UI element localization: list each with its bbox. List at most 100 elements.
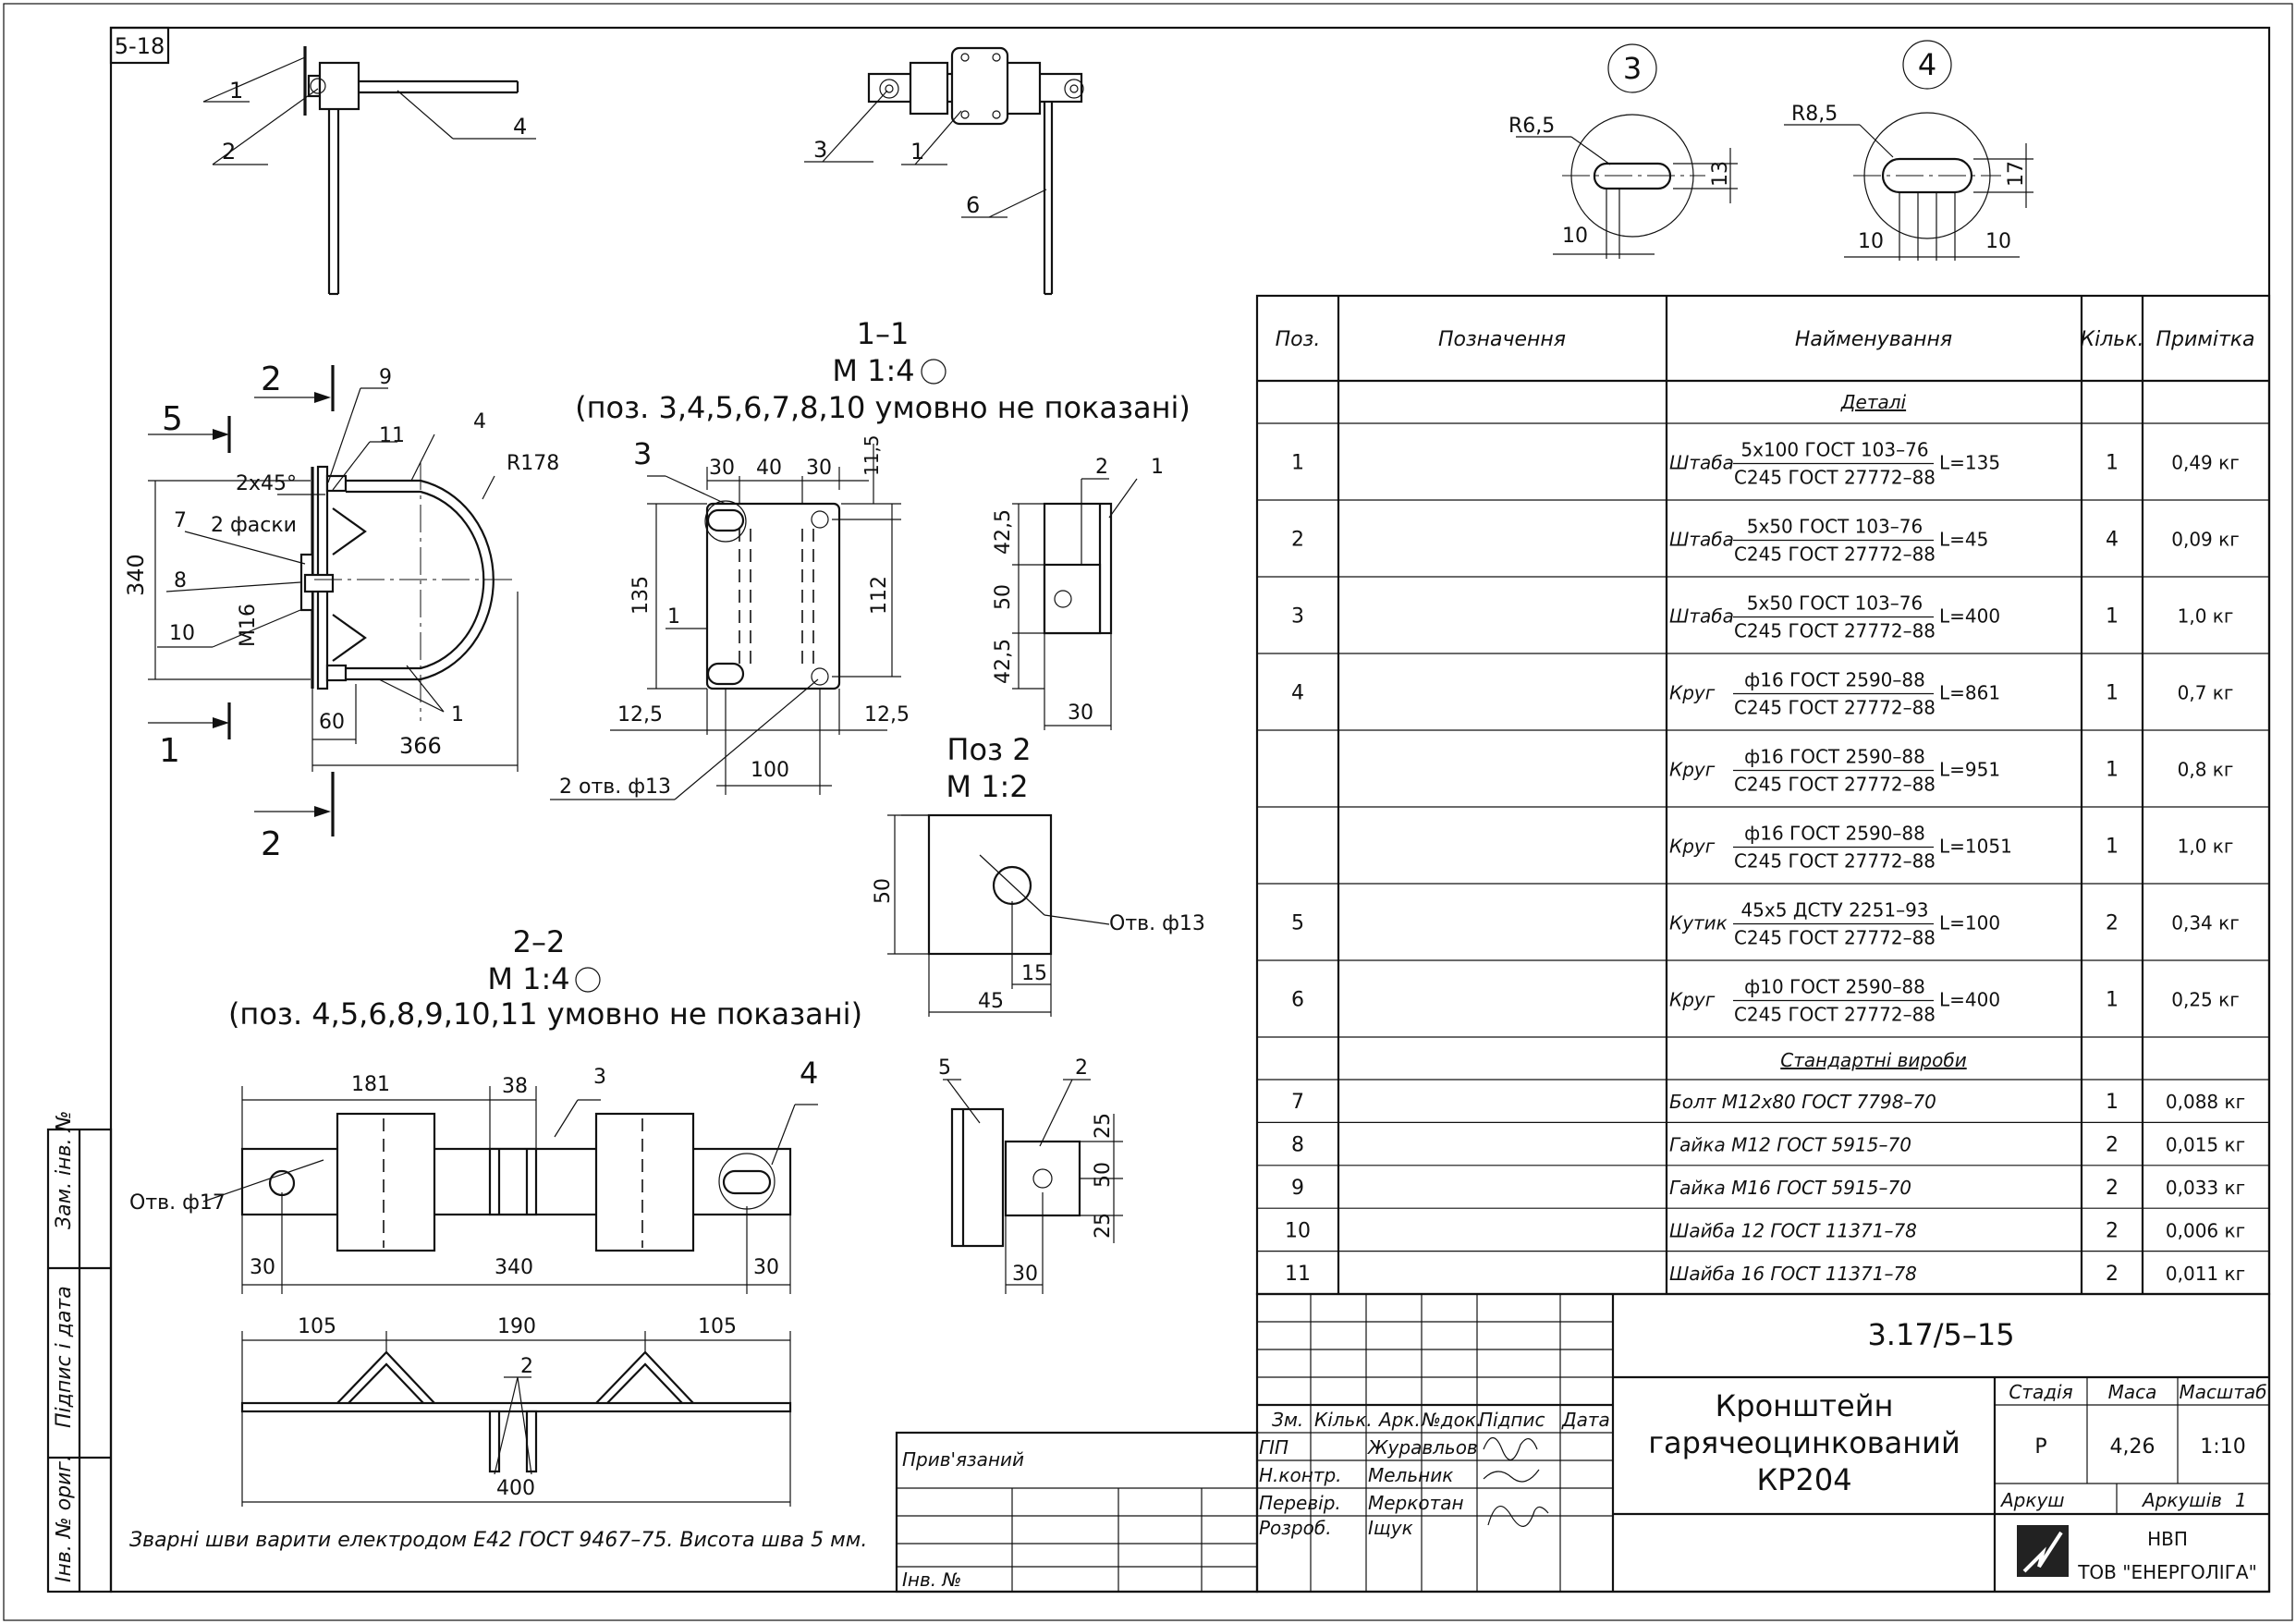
std-qty: 2 (2106, 1219, 2119, 1242)
section-2-2: 2–2 М 1:4 (поз. 4,5,6,8,9,10,11 умовно н… (129, 924, 862, 1507)
lbl-tm-3: 3 (813, 137, 827, 163)
d3-r: R6,5 (1508, 115, 1555, 138)
lbl-side-2fasky: 2 фаски (211, 514, 297, 537)
ang-30: 30 (1068, 702, 1093, 725)
view-angle: 2 1 42,5 50 42,5 30 (992, 456, 1164, 730)
pl-135: 135 (629, 576, 653, 615)
sec22-note: (поз. 4,5,6,8,9,10,11 умовно не показані… (228, 996, 862, 1032)
pl-125b: 12,5 (864, 703, 910, 727)
s22-400: 400 (496, 1477, 535, 1500)
spec-qty: 1 (2106, 452, 2119, 475)
th-note: Примітка (2156, 328, 2254, 351)
inner-frame (109, 26, 2271, 1593)
s22-340: 340 (495, 1256, 533, 1279)
side-strip: Зам. інв. № Підпис і дата Інв. № ориг. (46, 1111, 113, 1593)
company-line1: НВП (2147, 1528, 2188, 1550)
spec-steel: С245 ГОСТ 27772–88 (1734, 620, 1936, 642)
spec-pos: 4 (1291, 682, 1304, 705)
section-details: Деталі (1840, 391, 1907, 413)
spec-profile: 5x50 ГОСТ 103–76 (1747, 592, 1923, 615)
std-qty: 2 (2106, 1263, 2119, 1286)
name-rozrob: Іщук (1368, 1517, 1413, 1539)
detail-4-label: 4 (1918, 47, 1936, 82)
lbl-side-r178: R178 (507, 452, 559, 475)
ang-2: 2 (1095, 456, 1108, 479)
pos2-45: 45 (978, 990, 1004, 1013)
role-perevir: Перевір. (1259, 1492, 1341, 1514)
spec-note: 0,25 кг (2171, 989, 2239, 1011)
spec-length: L=400 (1939, 605, 2000, 628)
th-name: Найменування (1795, 328, 1952, 351)
sheet-id-box (109, 26, 170, 65)
pos2-scale: М 1:2 (946, 769, 1028, 804)
spec-pos: 3 (1291, 605, 1304, 629)
lbl-side-11: 11 (379, 424, 405, 447)
val-scale: 1:10 (2200, 1435, 2245, 1459)
sec11-note: (поз. 3,4,5,6,7,8,10 умовно не показані) (575, 390, 1191, 425)
ang2-30: 30 (1012, 1263, 1038, 1286)
std-qty: 2 (2106, 1177, 2119, 1200)
spec-type: Штаба (1669, 452, 1734, 474)
view-side: 2 5 1 2 (123, 360, 559, 863)
pl-30b: 30 (806, 457, 832, 480)
inv-label: Інв. № (902, 1569, 961, 1591)
ang2-50: 50 (1092, 1162, 1115, 1188)
std-name: Гайка М12 ГОСТ 5915–70 (1669, 1134, 1911, 1156)
pl-30a: 30 (709, 457, 735, 480)
std-pos: 10 (1285, 1219, 1311, 1242)
spec-pos: 5 (1291, 912, 1304, 935)
std-note: 0,011 кг (2166, 1263, 2245, 1285)
ang-425a: 42,5 (992, 509, 1015, 555)
dim-side-366: 366 (399, 733, 442, 759)
lbl-tm-6: 6 (966, 192, 980, 218)
spec-pos: 1 (1291, 452, 1304, 475)
lbl-side-m16: М16 (237, 604, 260, 647)
spec-pos: 2 (1291, 529, 1304, 552)
lbl-side-chamfer: 2x45° (236, 472, 297, 495)
sec22-scale: М 1:4 (487, 961, 569, 996)
product-line1: Кронштейн (1716, 1388, 1894, 1423)
spec-profile: ф16 ГОСТ 2590–88 (1744, 746, 1925, 768)
section-standard: Стандартні вироби (1780, 1049, 1966, 1071)
std-pos: 11 (1285, 1263, 1311, 1286)
std-note: 0,033 кг (2166, 1177, 2245, 1199)
s22-2: 2 (520, 1355, 533, 1378)
spec-steel: С245 ГОСТ 27772–88 (1734, 697, 1936, 719)
ang-425b: 42,5 (992, 639, 1015, 684)
signature-nkontr (1483, 1469, 1540, 1483)
d4-10b: 10 (1985, 230, 2011, 253)
s22-hole: Отв. ф17 (129, 1191, 226, 1215)
name-perevir: Меркотан (1368, 1492, 1464, 1514)
sec22-title: 2–2 (513, 924, 566, 959)
spec-qty: 1 (2106, 836, 2119, 859)
std-note: 0,015 кг (2166, 1134, 2245, 1156)
sheet-id: 5-18 (115, 33, 165, 59)
pl-holes: 2 отв. ф13 (559, 775, 671, 799)
spec-table: Поз. Позначення Найменування Кільк. Прим… (1255, 294, 2271, 1296)
s22-30a: 30 (250, 1256, 275, 1279)
col-pidpys: Підпис (1479, 1409, 1545, 1431)
side-signature: Підпис і дата (53, 1286, 76, 1428)
spec-length: L=951 (1939, 759, 2000, 781)
ang2-25a: 25 (1092, 1113, 1115, 1139)
spec-profile: ф16 ГОСТ 2590–88 (1744, 823, 1925, 845)
pos2-title: Поз 2 (946, 732, 1031, 767)
spec-type: Круг (1669, 989, 1716, 1011)
s22-105b: 105 (698, 1315, 737, 1338)
lbl-side-4: 4 (473, 410, 486, 433)
product-line3: КР204 (1756, 1462, 1851, 1497)
val-stage: Р (2034, 1435, 2046, 1459)
role-nkontr: Н.контр. (1259, 1464, 1342, 1486)
spec-profile: ф16 ГОСТ 2590–88 (1744, 669, 1925, 691)
name-gip: Журавльов (1366, 1436, 1478, 1459)
sec-2-top: 2 (261, 360, 282, 398)
doc-number: 3.17/5–15 (1867, 1317, 2014, 1352)
spec-qty: 1 (2106, 682, 2119, 705)
std-pos: 9 (1291, 1177, 1304, 1200)
lbl-tm-1: 1 (910, 139, 924, 165)
lbl-side-7: 7 (174, 509, 187, 532)
linked-label: Прив'язаний (902, 1448, 1024, 1471)
spec-length: L=135 (1939, 452, 2000, 474)
ang2-25b: 25 (1092, 1213, 1115, 1239)
s22-181: 181 (351, 1073, 390, 1096)
